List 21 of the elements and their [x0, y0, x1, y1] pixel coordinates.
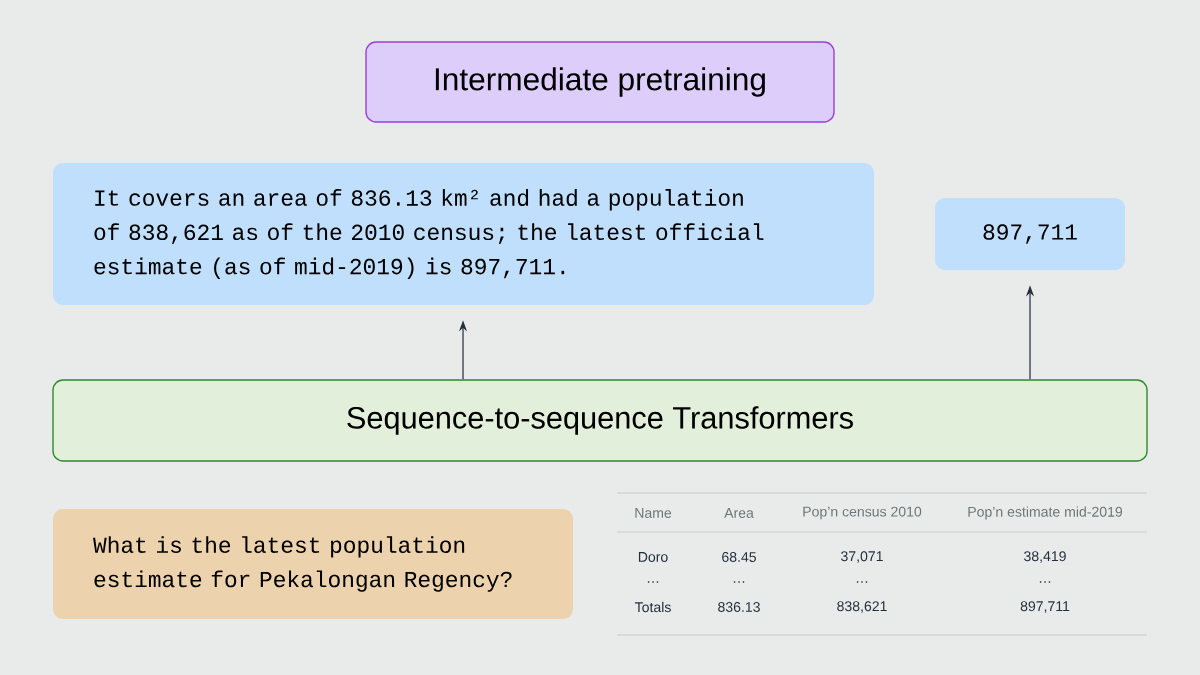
model-box: Sequence-to-sequence Transformers: [52, 379, 1148, 462]
table-value: 38,419: [1024, 551, 1066, 563]
question-box: What is the latest population estimate for Pekalongan Regency?: [53, 509, 573, 619]
table-value: …: [1039, 581, 1051, 583]
table-value: Totals: [634, 601, 671, 613]
table-value: …: [647, 581, 659, 583]
table-header: Pop’n estimate mid-2019: [968, 506, 1123, 520]
table-header: Name: [635, 508, 672, 518]
process-box: Intermediate pretraining: [365, 41, 835, 123]
table-value: …: [856, 581, 868, 583]
table-value: 838,621: [837, 601, 887, 613]
table-value: 68.45: [722, 552, 756, 562]
table-value: 897,711: [1020, 601, 1070, 613]
table-value: 836.13: [718, 602, 760, 612]
table-header: Pop’n census 2010: [803, 506, 922, 520]
table-value: 37,071: [841, 551, 883, 563]
table-value: Doro: [638, 552, 668, 562]
text-box: It covers an area of 836.13 km² and had a population of 838,621 as of the 2010 census; the latest official estimate (as of mid-2019) is 897,711.: [53, 163, 874, 305]
output-box: 897,711: [935, 198, 1125, 270]
table-header: Area: [724, 508, 754, 518]
table-value: …: [733, 581, 745, 583]
